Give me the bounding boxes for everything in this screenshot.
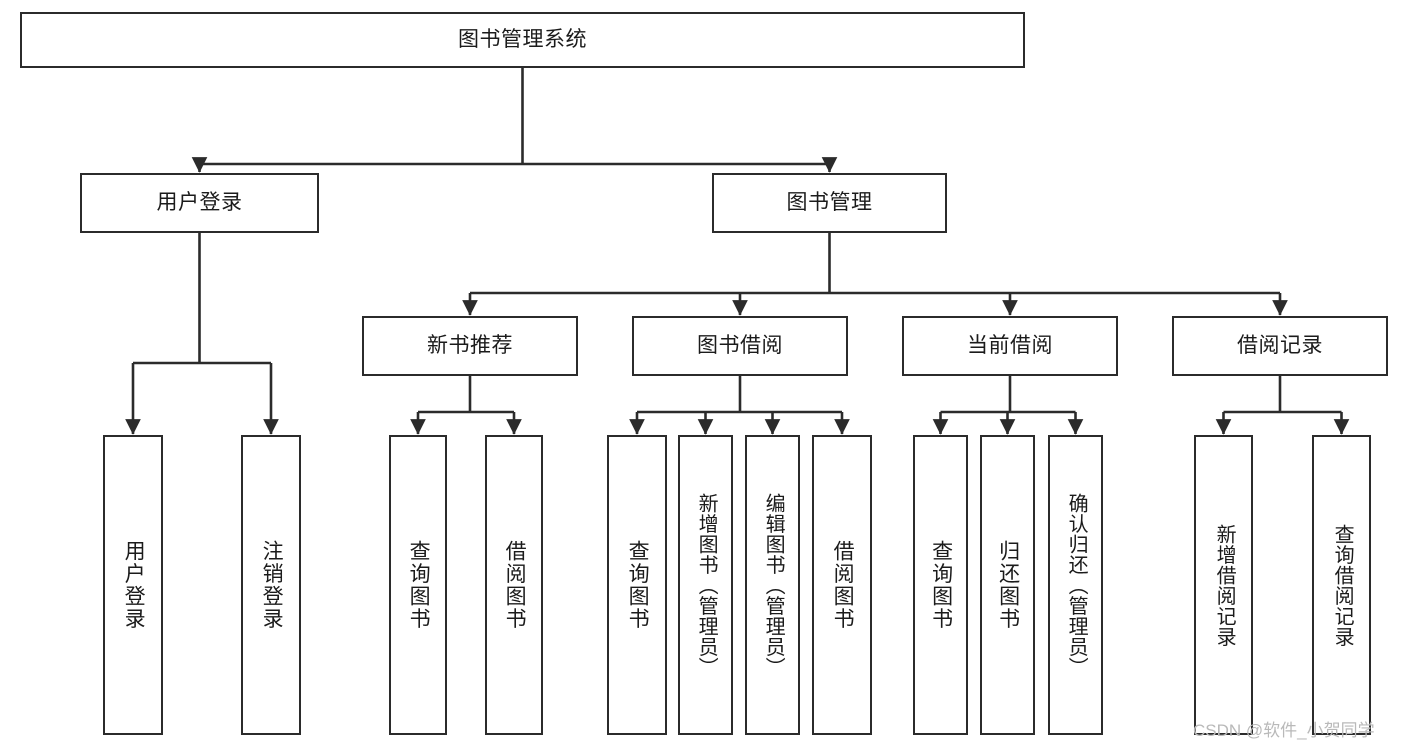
leaf-borrow-book-recommend-label: 借阅图书 bbox=[503, 540, 527, 630]
leaf-edit-book-admin[interactable]: 编辑图书（管理员） bbox=[745, 435, 800, 735]
leaf-query-borrow-record[interactable]: 查询借阅记录 bbox=[1312, 435, 1371, 735]
leaf-user-login-label: 用户登录 bbox=[122, 540, 146, 630]
node-book-manage-label: 图书管理 bbox=[786, 191, 873, 215]
leaf-query-book-current[interactable]: 查询图书 bbox=[913, 435, 968, 735]
leaf-edit-book-admin-label: 编辑图书（管理员） bbox=[762, 492, 785, 678]
node-user-login-label: 用户登录 bbox=[156, 191, 243, 215]
node-user-login[interactable]: 用户登录 bbox=[80, 173, 319, 233]
node-new-book-recommend[interactable]: 新书推荐 bbox=[362, 316, 578, 376]
leaf-user-login[interactable]: 用户登录 bbox=[103, 435, 163, 735]
leaf-add-book-admin-label: 新增图书（管理员） bbox=[695, 492, 718, 678]
leaf-confirm-return-admin-label: 确认归还（管理员） bbox=[1065, 492, 1088, 678]
node-book-borrow[interactable]: 图书借阅 bbox=[632, 316, 848, 376]
leaf-query-book-current-label: 查询图书 bbox=[929, 540, 953, 630]
leaf-confirm-return-admin[interactable]: 确认归还（管理员） bbox=[1048, 435, 1103, 735]
leaf-query-book-borrow[interactable]: 查询图书 bbox=[607, 435, 667, 735]
leaf-query-borrow-record-label: 查询借阅记录 bbox=[1331, 523, 1354, 647]
node-root[interactable]: 图书管理系统 bbox=[20, 12, 1025, 68]
leaf-add-borrow-record-label: 新增借阅记录 bbox=[1213, 523, 1236, 647]
leaf-add-borrow-record[interactable]: 新增借阅记录 bbox=[1194, 435, 1253, 735]
leaf-add-book-admin[interactable]: 新增图书（管理员） bbox=[678, 435, 733, 735]
node-borrow-record[interactable]: 借阅记录 bbox=[1172, 316, 1388, 376]
node-current-borrow[interactable]: 当前借阅 bbox=[902, 316, 1118, 376]
leaf-query-book-borrow-label: 查询图书 bbox=[626, 540, 650, 630]
leaf-return-book-label: 归还图书 bbox=[996, 540, 1020, 630]
node-book-manage[interactable]: 图书管理 bbox=[712, 173, 947, 233]
leaf-borrow-book-recommend[interactable]: 借阅图书 bbox=[485, 435, 543, 735]
leaf-query-book-recommend[interactable]: 查询图书 bbox=[389, 435, 447, 735]
node-book-borrow-label: 图书借阅 bbox=[697, 334, 783, 358]
leaf-query-book-recommend-label: 查询图书 bbox=[407, 540, 431, 630]
leaf-logout[interactable]: 注销登录 bbox=[241, 435, 301, 735]
node-borrow-record-label: 借阅记录 bbox=[1237, 334, 1323, 358]
leaf-logout-label: 注销登录 bbox=[260, 540, 284, 630]
node-current-borrow-label: 当前借阅 bbox=[967, 334, 1053, 358]
node-root-label: 图书管理系统 bbox=[458, 28, 587, 52]
leaf-return-book[interactable]: 归还图书 bbox=[980, 435, 1035, 735]
node-new-book-recommend-label: 新书推荐 bbox=[427, 334, 513, 358]
leaf-borrow-book-borrow[interactable]: 借阅图书 bbox=[812, 435, 872, 735]
csdn-watermark: CSDN @软件_小贺同学 bbox=[1193, 721, 1375, 740]
leaf-borrow-book-borrow-label: 借阅图书 bbox=[831, 540, 855, 630]
